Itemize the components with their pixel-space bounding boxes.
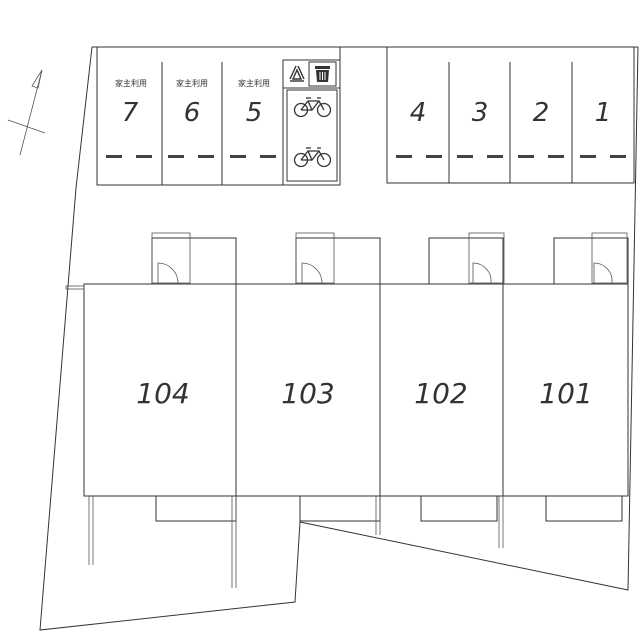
bicycle-icon bbox=[293, 147, 332, 168]
parking-spot-2: 2 bbox=[518, 98, 564, 158]
unit-102: 102 bbox=[414, 377, 467, 410]
parking-spot-7: 家主利用 7 bbox=[106, 78, 152, 158]
unit-number: 102 bbox=[414, 377, 467, 410]
parking-number: 5 bbox=[246, 98, 263, 128]
bicycle-icon bbox=[293, 97, 332, 118]
parking-number: 6 bbox=[184, 98, 201, 128]
balconies bbox=[155, 495, 623, 522]
owner-use-label: 家主利用 bbox=[238, 78, 270, 88]
parking-number: 2 bbox=[533, 98, 550, 128]
unit-101: 101 bbox=[539, 377, 592, 410]
parking-spot-3: 3 bbox=[457, 98, 503, 158]
trash-icon bbox=[308, 61, 337, 87]
parking-spot-6: 家主利用 6 bbox=[168, 78, 214, 158]
bicycle-parking bbox=[286, 89, 338, 182]
waste-station bbox=[282, 59, 341, 89]
owner-use-label: 家主利用 bbox=[176, 78, 208, 88]
partition-walls bbox=[88, 496, 504, 588]
unit-number: 103 bbox=[281, 377, 334, 410]
unit-104: 104 bbox=[136, 377, 189, 410]
parking-block-right: 4 3 2 1 bbox=[386, 46, 635, 184]
unit-number: 104 bbox=[136, 377, 189, 410]
unit-103: 103 bbox=[281, 377, 334, 410]
recycle-icon bbox=[289, 65, 305, 82]
parking-number: 4 bbox=[410, 98, 427, 128]
parking-number: 1 bbox=[595, 98, 612, 128]
parking-spot-4: 4 bbox=[396, 98, 442, 158]
parking-number: 3 bbox=[472, 98, 489, 128]
parking-spot-1: 1 bbox=[580, 98, 626, 158]
north-arrow-icon bbox=[7, 69, 46, 156]
site-boundary bbox=[39, 46, 639, 631]
parking-block-left: 家主利用 7 家主利用 6 家主利用 5 bbox=[96, 46, 341, 186]
apartment-building: 104 103 102 101 bbox=[65, 232, 629, 588]
parking-number: 7 bbox=[122, 98, 139, 128]
parking-spot-5: 家主利用 5 bbox=[230, 78, 276, 158]
unit-number: 101 bbox=[539, 377, 592, 410]
owner-use-label: 家主利用 bbox=[115, 78, 147, 88]
